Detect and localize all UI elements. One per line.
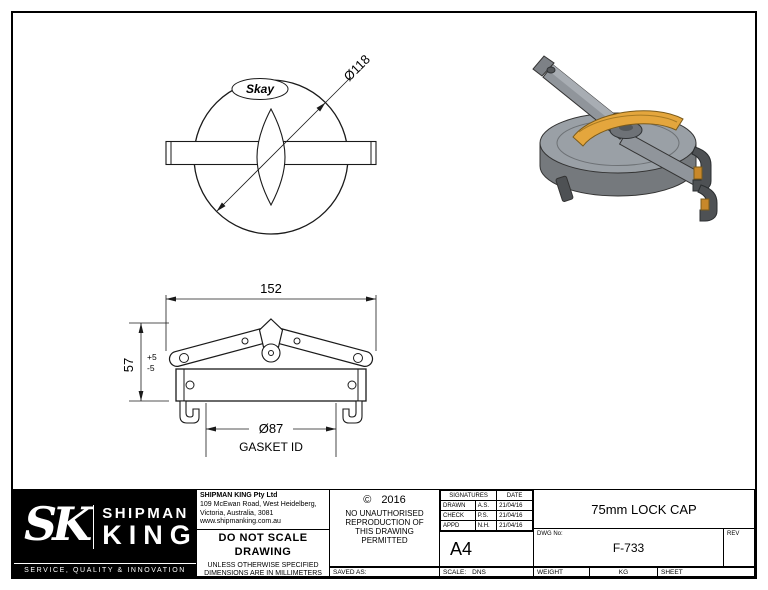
date-header: DATE — [496, 490, 533, 501]
sheet-border — [11, 11, 757, 579]
sig-initials: P.S. — [474, 510, 498, 521]
weight-unit-cell: KG — [589, 567, 658, 577]
top-view: Skay Ø118 — [165, 52, 377, 235]
sig-date: 21/04/16 — [496, 520, 533, 531]
iso-hook-pad-1 — [693, 166, 703, 180]
company-address-2: Victoria, Australia, 3081 — [200, 509, 274, 517]
sig-role: CHECK — [440, 510, 476, 521]
iso-left-arm-hole — [546, 66, 556, 74]
copyright-line-4: PERMITTED — [361, 536, 408, 545]
copyright-icon: © — [363, 494, 372, 506]
weight-unit: KG — [618, 568, 629, 576]
copyright-year: 2016 — [381, 494, 406, 506]
signatures-table: SIGNATURES DATE DRAWN A.S. 21/04/16 CHEC… — [439, 489, 534, 532]
right-arm — [271, 328, 374, 367]
dwg-no-label: DWG No: — [537, 531, 563, 537]
lock-hooks — [179, 400, 363, 424]
sig-initials: N.H. — [474, 520, 498, 531]
sig-date: 21/04/16 — [496, 510, 533, 521]
rev-label: REV — [727, 531, 740, 537]
copyright-line-3: THIS DRAWING — [355, 527, 414, 536]
scale-label: SCALE: — [443, 568, 467, 576]
signature-row: APPD N.H. 21/04/16 — [440, 520, 533, 531]
do-not-scale-note: DO NOT SCALE DRAWING — [218, 532, 308, 558]
gasket-dimension: Ø87 GASKET ID — [205, 403, 337, 457]
cap-body — [175, 368, 367, 402]
paper-size-cell: A4 — [439, 531, 534, 567]
right-bolt-hole — [347, 380, 357, 390]
weight-cell: WEIGHT — [533, 567, 590, 577]
logo-monogram: SK — [24, 496, 92, 551]
drawing-title-cell: 75mm LOCK CAP — [533, 489, 755, 529]
sig-initials: A.S. — [474, 500, 498, 511]
paper-size: A4 — [450, 538, 473, 559]
drawing-views: Skay Ø118 152 — [121, 52, 718, 457]
company-info-cell: SHIPMAN KING Pty Ltd 109 McEwan Road, We… — [196, 489, 330, 577]
sig-role: APPD — [440, 520, 476, 531]
diameter-dimension-text: Ø118 — [341, 52, 373, 84]
gasket-id-text: GASKET ID — [239, 440, 303, 454]
sheet-cell: SHEET — [657, 567, 755, 577]
sheet-label: SHEET — [661, 568, 683, 576]
logo-name-top: SHIPMAN — [102, 504, 189, 522]
signature-row: DRAWN A.S. 21/04/16 — [440, 500, 533, 511]
copyright-cell: © 2016 NO UNAUTHORISED REPRODUCTION OF TH… — [329, 489, 440, 567]
center-cam-plate — [258, 318, 284, 348]
right-arm-hole — [353, 353, 363, 363]
signature-row: CHECK P.S. 21/04/16 — [440, 510, 533, 521]
dwg-no-value: F-733 — [612, 541, 645, 555]
saved-as-label: SAVED AS: — [333, 568, 367, 576]
skay-badge: Skay — [231, 78, 289, 100]
sig-date: 21/04/16 — [496, 500, 533, 511]
units-note-2: DIMENSIONS ARE IN MILLIMETERS — [204, 570, 322, 577]
drawing-title: 75mm LOCK CAP — [591, 501, 697, 517]
iso-handle — [572, 110, 684, 147]
weight-label: WEIGHT — [537, 568, 563, 576]
skay-badge-text: Skay — [246, 82, 275, 96]
copyright-line-2: REPRODUCTION OF — [345, 518, 424, 527]
right-hook — [342, 400, 363, 424]
company-name: SHIPMAN KING Pty Ltd — [200, 492, 278, 499]
sig-role: DRAWN — [440, 500, 476, 511]
width-dimension: 152 — [165, 281, 377, 351]
left-arm-hole — [179, 353, 189, 363]
pivot-circle — [261, 343, 281, 363]
copyright-line-1: NO UNAUTHORISED — [345, 509, 424, 518]
dwg-number-cell: DWG No: F-733 — [533, 528, 724, 567]
left-hook — [179, 400, 200, 424]
cam-arms — [168, 318, 374, 367]
rev-cell: REV — [723, 528, 755, 567]
iso-left-tab — [555, 175, 574, 202]
height-tol-minus: -5 — [147, 363, 155, 373]
iso-right-hooks — [691, 146, 718, 222]
iso-left-arm-end — [532, 55, 555, 77]
saved-as-cell: SAVED AS: — [329, 567, 440, 577]
logo-name-bottom: KING — [102, 519, 197, 550]
gasket-diameter-text: Ø87 — [259, 421, 284, 436]
units-note-1: UNLESS OTHERWISE SPECIFIED — [207, 561, 319, 569]
iso-view — [532, 55, 718, 222]
company-website: www.shipmanking.com.au — [200, 518, 281, 526]
scale-value: DNS — [472, 568, 486, 576]
width-dimension-text: 152 — [260, 281, 282, 296]
logo-tagline: SERVICE, QUALITY & INNOVATION — [14, 563, 196, 576]
iso-hook-pad-2 — [700, 198, 710, 211]
front-view: 152 — [121, 281, 377, 457]
height-dimension-text: 57 — [121, 358, 136, 372]
height-dimension: 57 +5 -5 — [121, 322, 169, 402]
height-tol-plus: +5 — [147, 352, 157, 362]
left-arm — [168, 328, 271, 367]
company-logo: SK SHIPMAN KING SERVICE, QUALITY & INNOV… — [13, 489, 197, 577]
left-bolt-hole — [185, 380, 195, 390]
company-address-1: 109 McEwan Road, West Heidelberg, — [200, 500, 317, 508]
signatures-header: SIGNATURES — [440, 490, 498, 501]
scale-cell: SCALE: DNS — [439, 567, 534, 577]
